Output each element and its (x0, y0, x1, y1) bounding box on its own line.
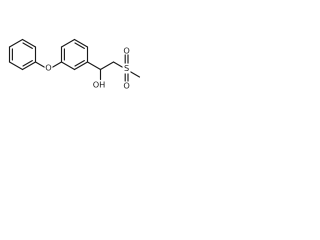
chemical-structure-drawing: O OH (8, 38, 141, 91)
double-bond-inner (22, 42, 33, 49)
ether-linkage: O (34, 61, 63, 73)
sulfonyl-oxygen-top-label: O (123, 46, 129, 56)
bond (86, 61, 102, 71)
bond (112, 61, 124, 69)
side-chain: OH S O O (86, 46, 141, 91)
bond (51, 61, 63, 69)
structure-canvas: O OH (0, 0, 152, 152)
ether-oxygen-label: O (45, 63, 51, 73)
bond (8, 61, 24, 71)
label-backdrop (44, 62, 53, 73)
bond (60, 38, 76, 48)
double-bond-inner (22, 60, 33, 67)
double-bond-inner (74, 42, 85, 49)
bond (60, 61, 76, 71)
bond (34, 61, 46, 69)
benzene-ring (60, 38, 89, 71)
bond (73, 61, 89, 71)
bond (129, 70, 141, 78)
hydroxyl-label: OH (93, 80, 106, 90)
bond (8, 38, 24, 48)
sulfur-label: S (124, 63, 129, 73)
double-bond-inner (74, 60, 85, 67)
bond (21, 38, 37, 48)
bond (21, 61, 37, 71)
label-backdrop (122, 63, 131, 74)
sulfonyl-oxygen-bottom-label: O (123, 81, 129, 91)
bond (73, 38, 89, 48)
phenyl-ring (8, 38, 37, 71)
bond (99, 61, 115, 71)
